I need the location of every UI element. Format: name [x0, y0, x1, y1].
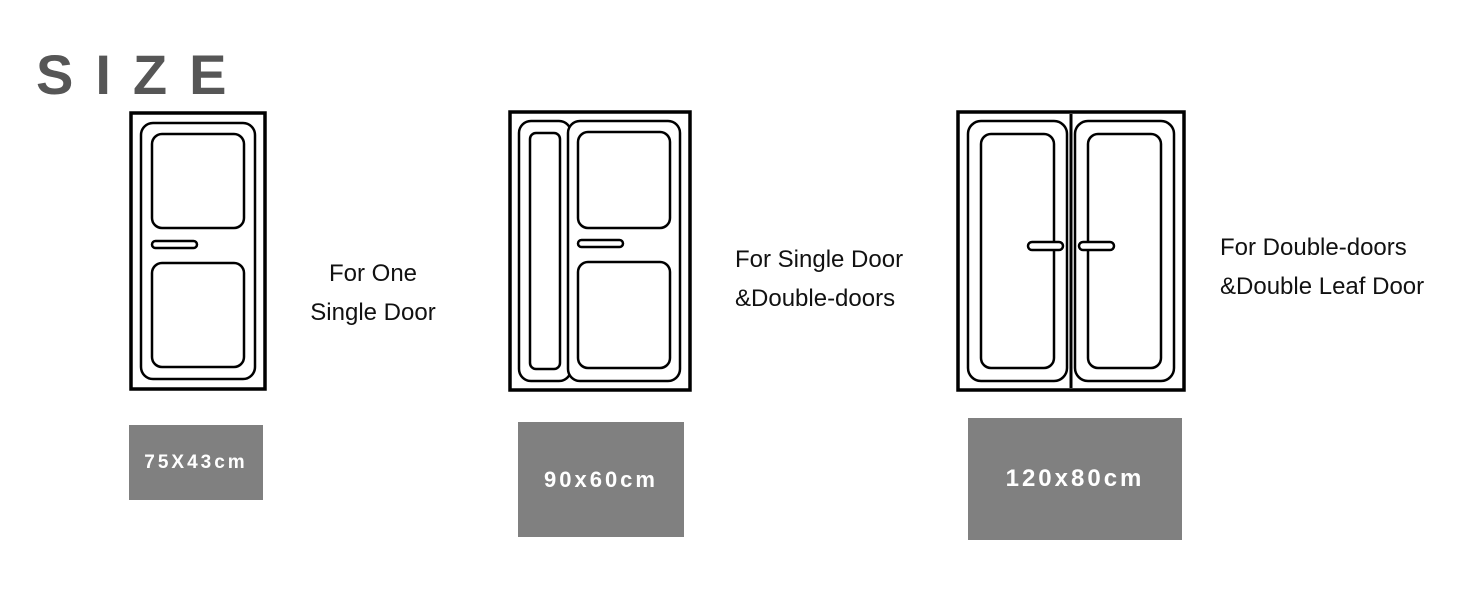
door-handle-left-icon: [1026, 240, 1065, 252]
size-badge-double: 120x80cm: [968, 418, 1182, 540]
size-badge-text: 75X43cm: [144, 451, 248, 473]
size-caption-sidelite: For Single Door &Double-doors: [735, 240, 915, 318]
size-caption-double: For Double-doors &Double Leaf Door: [1220, 228, 1425, 306]
size-badge-sidelite: 90x60cm: [518, 422, 684, 537]
size-badge-text: 120x80cm: [1005, 465, 1145, 492]
door-panel-upper: [576, 130, 672, 230]
door-handle-icon: [576, 238, 625, 249]
page-title: SIZE: [36, 42, 249, 106]
door-panel-lower: [150, 261, 246, 369]
caption-line-2: &Double Leaf Door: [1220, 273, 1425, 300]
caption-line-1: For One: [328, 260, 418, 287]
door-panel-upper: [150, 132, 246, 230]
sidelite-door-svg: [508, 110, 692, 392]
door-diagram-sidelite: [508, 110, 692, 392]
caption-line-1: For Single Door: [735, 246, 904, 273]
double-door-svg: [956, 110, 1186, 392]
caption-line-2: Single Door: [310, 299, 436, 326]
door-diagram-single: [129, 111, 267, 391]
door-diagram-double: [956, 110, 1186, 392]
door-panel-lower: [576, 260, 672, 370]
size-badge-text: 90x60cm: [544, 466, 658, 492]
size-option-single-door: For One Single Door 75X43cm: [0, 0, 480, 600]
door-handle-right-icon: [1077, 240, 1116, 252]
caption-line-1: For Double-doors: [1220, 234, 1407, 261]
size-caption-single: For One Single Door: [307, 254, 439, 332]
size-option-single-with-sidelite: For Single Door &Double-doors 90x60cm: [508, 110, 915, 537]
caption-line-2: &Double-doors: [735, 285, 896, 312]
door-handle-icon: [150, 239, 199, 250]
sidelite-panel: [528, 131, 562, 371]
size-badge-single: 75X43cm: [129, 425, 263, 500]
single-door-svg: [129, 111, 267, 391]
